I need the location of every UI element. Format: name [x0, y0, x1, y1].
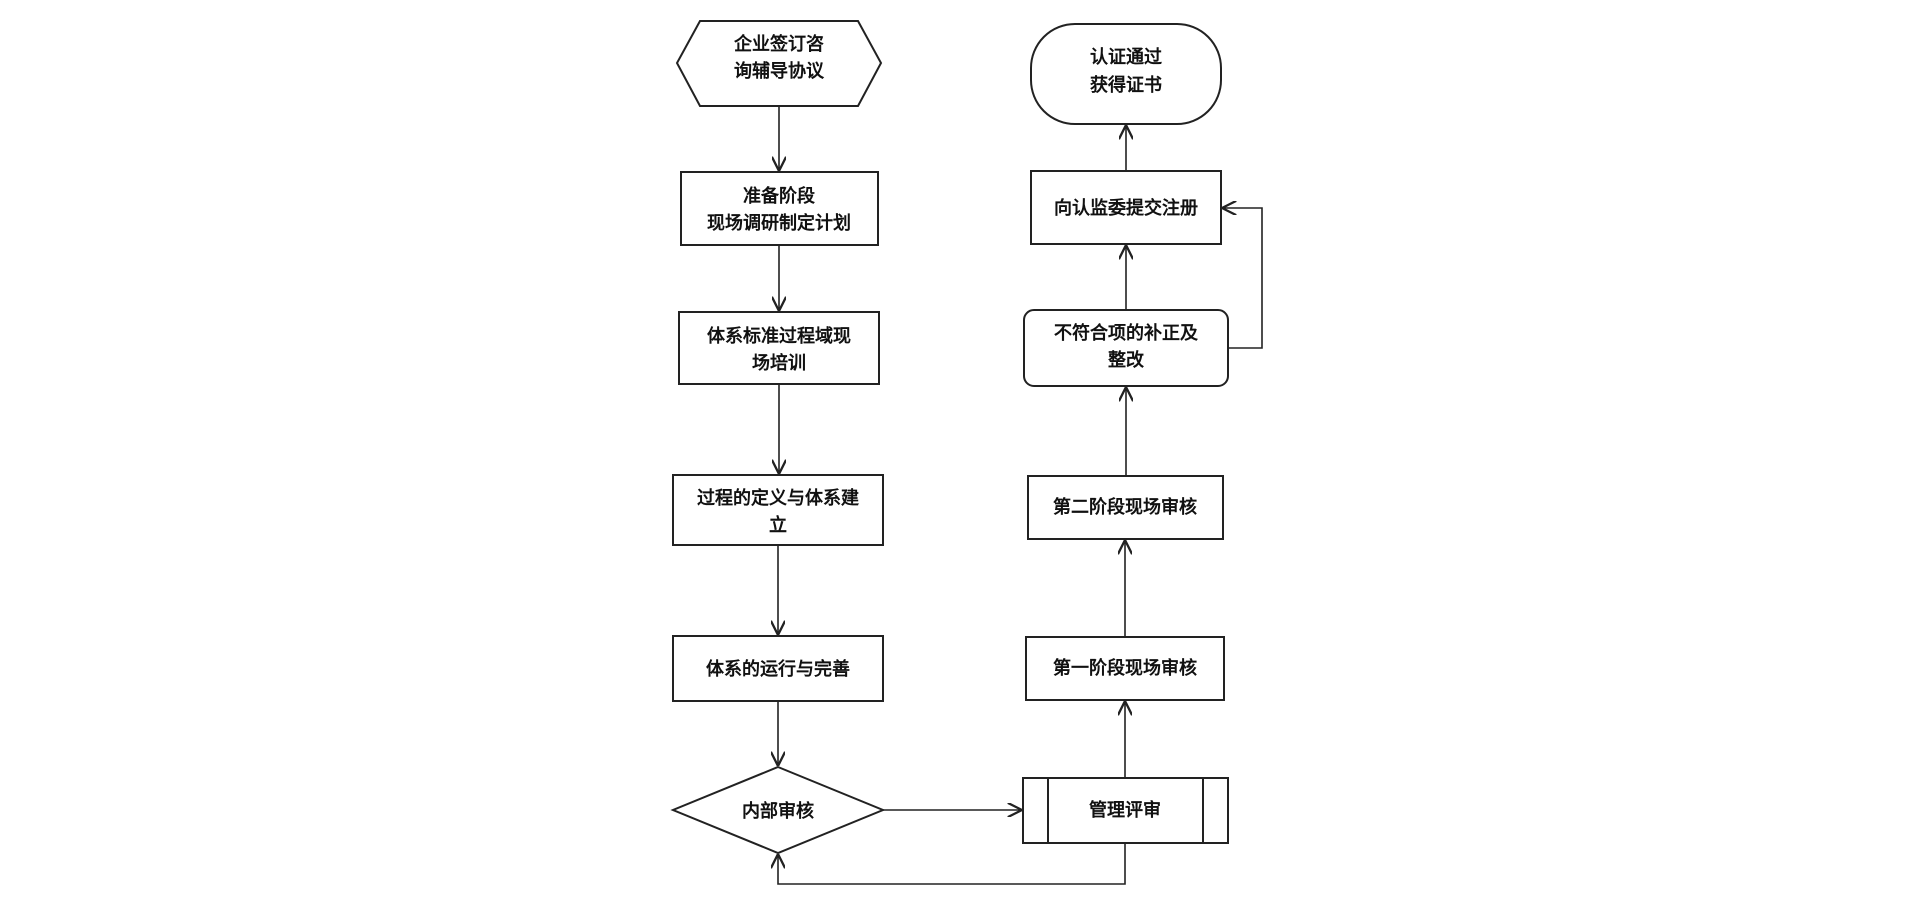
svg-text:过程的定义与体系建立: 过程的定义与体系建立: [697, 487, 859, 536]
svg-text:向认监委提交注册: 向认监委提交注册: [1054, 197, 1198, 219]
node-operation: 体系的运行与完善: [672, 635, 884, 702]
svg-text:内部审核: 内部审核: [742, 800, 814, 822]
svg-text:管理评审: 管理评审: [1089, 799, 1161, 821]
node-process-definition: 过程的定义与体系建立: [672, 474, 884, 546]
svg-text:第二阶段现场审核: 第二阶段现场审核: [1053, 496, 1197, 518]
svg-text:认证通过获得证书: 认证通过获得证书: [1090, 46, 1162, 96]
node-management-review: 管理评审: [1022, 777, 1229, 844]
edge-review-feedback-loop: [778, 843, 1126, 885]
svg-text:体系的运行与完善: 体系的运行与完善: [706, 658, 850, 680]
node-preparation: 准备阶段现场调研制定计划: [680, 171, 879, 246]
node-internal-audit: 内部审核: [670, 765, 886, 855]
svg-text:体系标准过程域现场培训: 体系标准过程域现场培训: [707, 325, 851, 374]
svg-text:第一阶段现场审核: 第一阶段现场审核: [1053, 657, 1197, 679]
node-submit-registration: 向认监委提交注册: [1030, 170, 1222, 245]
svg-text:不符合项的补正及整改: 不符合项的补正及整改: [1054, 322, 1199, 371]
svg-text:准备阶段现场调研制定计划: 准备阶段现场调研制定计划: [707, 185, 851, 234]
node-nonconformity: 不符合项的补正及整改: [1023, 309, 1229, 387]
node-training: 体系标准过程域现场培训: [678, 311, 880, 385]
node-sign-agreement: 企业签订咨询辅导协议: [675, 20, 883, 107]
node-stage1-audit: 第一阶段现场审核: [1025, 636, 1225, 701]
node-stage2-audit: 第二阶段现场审核: [1027, 475, 1224, 540]
edge-nonconformity-side-to-submit: [1222, 208, 1263, 349]
node-certified: 认证通过获得证书: [1030, 23, 1222, 125]
svg-text:企业签订咨询辅导协议: 企业签订咨询辅导协议: [733, 33, 825, 82]
